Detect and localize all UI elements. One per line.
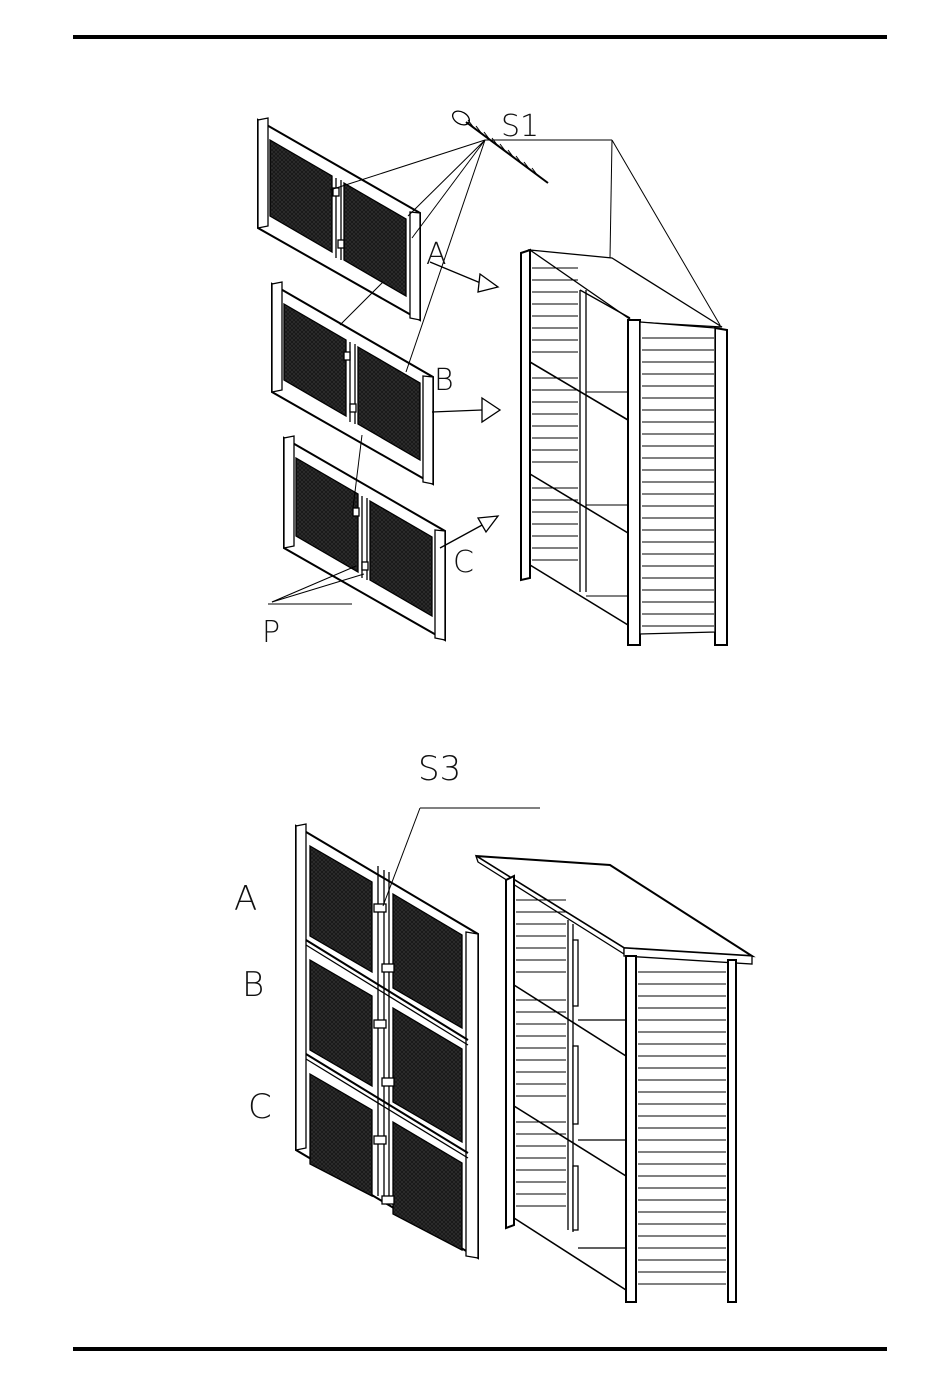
- panel-label-b: B: [434, 363, 454, 398]
- hinge-label-p: P: [262, 615, 280, 650]
- cabinet-frame: [521, 250, 727, 645]
- door-stack: [296, 824, 478, 1258]
- step1-figure: [258, 108, 727, 645]
- arrow-b: [432, 398, 500, 422]
- step2-figure: [296, 808, 752, 1302]
- screw-label-s1: S1: [501, 109, 539, 144]
- cabinet-with-roof: [476, 856, 752, 1302]
- panel-label-c: C: [453, 545, 474, 580]
- stack-label-b: B: [242, 965, 264, 1005]
- screw-label-s3: S3: [418, 749, 461, 789]
- arrow-c: [440, 516, 498, 548]
- stack-label-c: C: [248, 1087, 272, 1127]
- stack-label-a: A: [234, 879, 257, 919]
- panel-label-a: A: [426, 237, 447, 272]
